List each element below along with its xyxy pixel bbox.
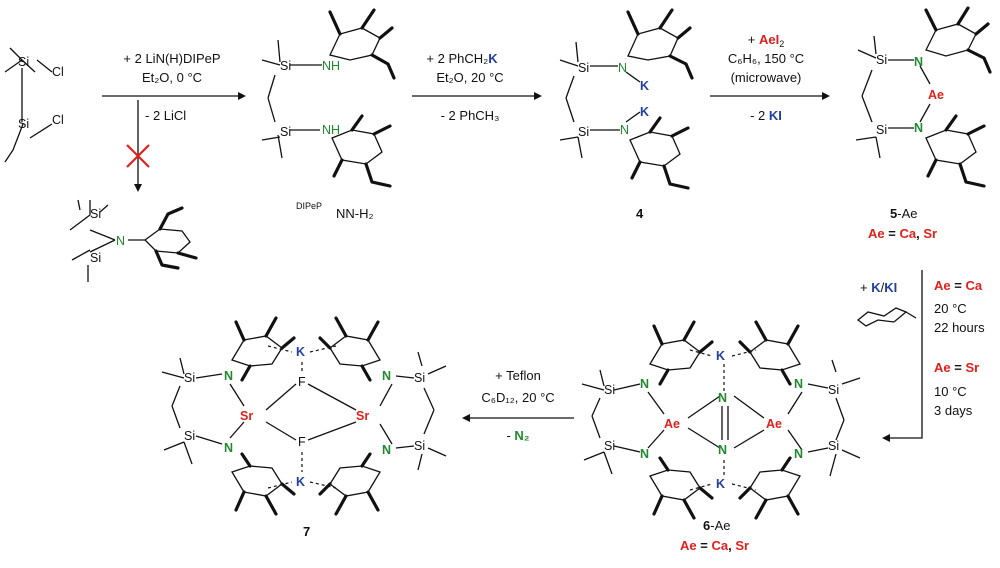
step3-reagent: + AeI2 — [748, 32, 784, 49]
atom-ae: Ae — [664, 417, 680, 431]
atom-n: N — [224, 369, 233, 383]
step4-sr-time: 3 days — [934, 403, 973, 418]
step2-conditions: Et₂O, 20 °C — [436, 70, 503, 85]
diamine-compound: Si NH Si NH DIPeP NN-H₂ — [261, 8, 396, 221]
atom-n: N — [382, 369, 391, 383]
atom-cl: Cl — [52, 65, 64, 79]
atom-si: Si — [414, 439, 425, 453]
amine-label: NN-H₂ — [336, 206, 374, 221]
blocked-cross-icon — [126, 144, 150, 168]
compound-7: Si N Si N Sr F F Sr K K N N Si Si 7 — [161, 316, 447, 539]
step4-arrow: + K/KI Ae = Ca 20 °C 22 hours Ae = Sr 10… — [856, 270, 985, 442]
atom-k: K — [296, 475, 305, 489]
atom-ae: Ae — [928, 88, 944, 102]
atom-n: N — [794, 447, 803, 461]
atom-n: N — [618, 61, 627, 75]
atom-sr: Sr — [240, 409, 253, 423]
atom-n: N — [794, 377, 803, 391]
atom-si: Si — [604, 383, 615, 397]
step4-ca-time: 22 hours — [934, 320, 985, 335]
atom-si: Si — [184, 429, 195, 443]
atom-n: N — [640, 377, 649, 391]
step5-conditions: C₆D₁₂, 20 °C — [481, 390, 554, 405]
atom-si: Si — [828, 439, 839, 453]
atom-si: Si — [184, 371, 195, 385]
atom-si: Si — [578, 125, 589, 139]
step3-note: (microwave) — [731, 70, 802, 85]
atom-si: Si — [604, 439, 615, 453]
atom-ae: Ae — [766, 417, 782, 431]
step1-reagent: + 2 LiN(H)DIPeP — [123, 51, 220, 66]
compound-6-label: 6-Ae — [703, 518, 730, 533]
atom-n: N — [224, 441, 233, 455]
step5-byproduct: - N₂ — [506, 428, 529, 443]
step5-arrow: + Teflon C₆D₁₂, 20 °C - N₂ — [462, 368, 574, 443]
step3-conditions: C₆H₆, 150 °C — [728, 51, 804, 66]
step4-sr-condition: Ae = Sr — [934, 360, 979, 375]
step1-arrow: + 2 LiN(H)DIPeP Et₂O, 0 °C - 2 LiCl — [102, 51, 246, 192]
atom-n: N — [718, 443, 727, 457]
step4-reagent: + K/KI — [860, 280, 897, 295]
atom-f: F — [298, 375, 306, 389]
atom-f: F — [298, 435, 306, 449]
atom-k: K — [716, 477, 725, 491]
atom-si: Si — [90, 207, 101, 221]
atom-si: Si — [18, 117, 29, 131]
step1-byproduct: - 2 LiCl — [145, 108, 186, 123]
atom-si: Si — [280, 125, 291, 139]
atom-k: K — [296, 345, 305, 359]
atom-k: K — [640, 105, 649, 119]
compound-6-ae: Si N Si N Ae N N K K Ae N N Si Si 6-Ae A… — [581, 320, 861, 553]
cyclic-side-product: Si Si N — [69, 199, 198, 282]
amine-label-superscript: DIPeP — [296, 201, 322, 211]
step3-byproduct: - 2 KI — [750, 108, 782, 123]
step2-arrow: + 2 PhCH₂K Et₂O, 20 °C - 2 PhCH₃ — [412, 51, 542, 123]
atom-n: N — [620, 123, 629, 137]
atom-nh: NH — [322, 59, 340, 73]
cyclohexane-solvent-icon — [856, 307, 917, 327]
atom-n: N — [116, 234, 125, 248]
atom-n: N — [718, 391, 727, 405]
atom-si: Si — [578, 61, 589, 75]
atom-si: Si — [90, 251, 101, 265]
compound-5-metals: Ae = Ca, Sr — [868, 226, 937, 241]
compound-5-label: 5-Ae — [890, 206, 917, 221]
step2-reagent: + 2 PhCH₂K — [426, 51, 498, 66]
atom-k: K — [640, 79, 649, 93]
atom-n: N — [382, 443, 391, 457]
starting-dichlorosilane: Si Cl Si Cl — [4, 47, 64, 163]
step1-conditions: Et₂O, 0 °C — [142, 70, 202, 85]
atom-si: Si — [876, 53, 887, 67]
compound-7-label: 7 — [303, 524, 310, 539]
atom-si: Si — [828, 383, 839, 397]
atom-si: Si — [18, 55, 29, 69]
atom-n: N — [914, 121, 923, 135]
atom-n: N — [914, 55, 923, 69]
atom-si: Si — [280, 59, 291, 73]
step2-byproduct: - 2 PhCH₃ — [441, 108, 500, 123]
compound-5-ae: Si N Ae Si N 5-Ae Ae = Ca, Sr — [855, 6, 992, 241]
step4-ca-condition: Ae = Ca — [934, 278, 983, 293]
step4-ca-temp: 20 °C — [934, 301, 967, 316]
compound-6-metals: Ae = Ca, Sr — [680, 538, 749, 553]
atom-n: N — [640, 447, 649, 461]
step3-arrow: + AeI2 C₆H₆, 150 °C (microwave) - 2 KI — [710, 32, 830, 123]
atom-si: Si — [876, 123, 887, 137]
step5-reagent: + Teflon — [495, 368, 541, 383]
atom-nh: NH — [322, 123, 340, 137]
atom-k: K — [716, 349, 725, 363]
compound-4: Si N K K Si N 4 — [559, 8, 694, 221]
atom-si: Si — [414, 371, 425, 385]
step4-sr-temp: 10 °C — [934, 384, 967, 399]
atom-sr: Sr — [356, 409, 369, 423]
atom-cl: Cl — [52, 113, 64, 127]
compound-4-label: 4 — [636, 206, 644, 221]
